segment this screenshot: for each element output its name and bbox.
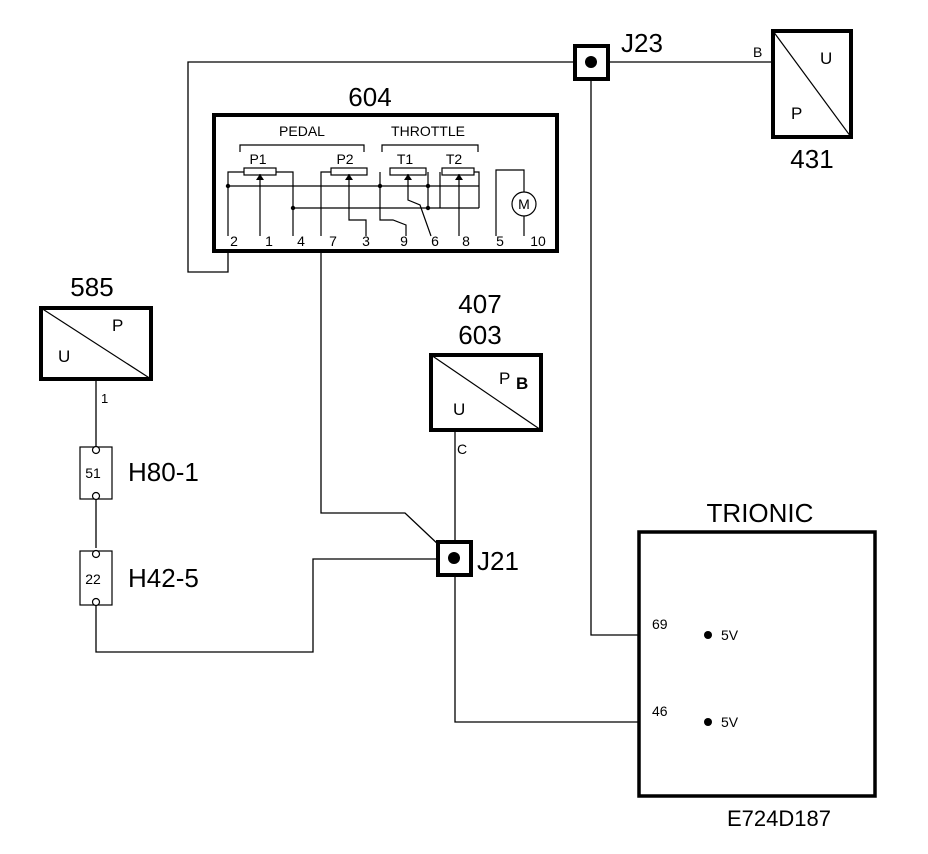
- throttle-label: THROTTLE: [391, 123, 465, 139]
- motor-label: M: [518, 196, 530, 212]
- junction-j23: J23: [573, 28, 663, 81]
- pin-label: 4: [297, 233, 305, 249]
- drawing-code: E724D187: [727, 806, 831, 831]
- wire-j21-to-h42: [95, 558, 439, 653]
- connector-h80-1: 51 H80-1: [79, 445, 199, 501]
- pot-p1: P1: [243, 151, 277, 180]
- component-407-p: P: [499, 369, 510, 388]
- motor-icon: M: [511, 191, 537, 217]
- trionic-pin-46-signal: 5V: [721, 714, 739, 730]
- trionic-pin-46: 46: [652, 703, 668, 719]
- junction-j21-label: J21: [477, 546, 519, 576]
- component-407-label: 407: [458, 289, 501, 319]
- pot-p2: P2: [330, 151, 368, 180]
- pot-t1-label: T1: [397, 151, 414, 167]
- wire-604-pin2-to-j23: [187, 61, 576, 273]
- component-604: 604 PEDAL THROTTLE: [212, 82, 559, 253]
- wires: [95, 61, 773, 723]
- pot-p2-label: P2: [336, 151, 353, 167]
- throttle-bracket: [381, 144, 479, 152]
- pin-label: 8: [462, 233, 470, 249]
- pot-t2-label: T2: [446, 151, 463, 167]
- component-407-extra: B: [516, 374, 528, 393]
- component-585-pin: 1: [101, 391, 108, 406]
- component-431-p: P: [791, 104, 802, 123]
- connector-h42-pin: 22: [85, 571, 101, 587]
- component-431-u: U: [820, 49, 832, 68]
- connector-h80-pin: 51: [85, 465, 101, 481]
- pin-label: 9: [400, 233, 408, 249]
- connector-h80-label: H80-1: [128, 457, 199, 487]
- component-604-internal-wiring: [225, 169, 525, 237]
- component-604-pins: 2 1 4 7 3 9 6 8 5 10: [230, 233, 546, 249]
- component-585-p: P: [112, 316, 123, 335]
- pot-t1: T1: [389, 151, 427, 180]
- component-407-603: P B U 407 603 C: [429, 289, 543, 457]
- connector-h42-5: 22 H42-5: [79, 549, 199, 607]
- junction-j23-label: J23: [621, 28, 663, 58]
- connector-h42-label: H42-5: [128, 563, 199, 593]
- component-585-u: U: [58, 347, 70, 366]
- pin-label: 6: [431, 233, 439, 249]
- component-604-label: 604: [348, 82, 391, 112]
- pin-label: 7: [329, 233, 337, 249]
- component-407-pin: C: [457, 441, 467, 457]
- pedal-bracket: [239, 144, 365, 152]
- pin-label: 10: [530, 233, 546, 249]
- component-585-label: 585: [70, 272, 113, 302]
- component-431-label: 431: [790, 144, 833, 174]
- trionic-pin-69-signal: 5V: [721, 627, 739, 643]
- pot-t2: T2: [441, 151, 475, 180]
- component-431-pin: B: [753, 44, 762, 60]
- wire-j21-to-trionic-46: [454, 575, 708, 723]
- pin-label: 2: [230, 233, 238, 249]
- trionic-ecu: TRIONIC 69 5V 46 5V: [637, 498, 877, 798]
- pot-p1-label: P1: [249, 151, 266, 167]
- component-431: U P 431 B: [753, 29, 853, 174]
- pedal-label: PEDAL: [279, 123, 325, 139]
- trionic-title: TRIONIC: [707, 498, 814, 528]
- pin-label: 1: [265, 233, 273, 249]
- pin-label: 5: [496, 233, 504, 249]
- trionic-pin-69: 69: [652, 616, 668, 632]
- pin-label: 3: [362, 233, 370, 249]
- junction-j21: J21: [436, 540, 519, 577]
- component-407-u: U: [453, 400, 465, 419]
- component-585: P U 585 1: [39, 272, 153, 406]
- wire-604-pin7-to-j21: [320, 250, 442, 548]
- component-603-label: 603: [458, 320, 501, 350]
